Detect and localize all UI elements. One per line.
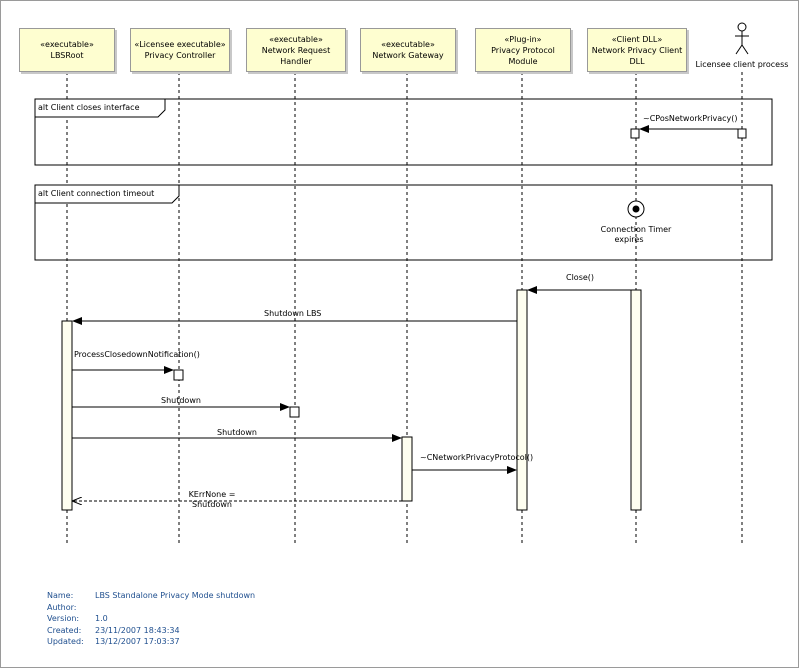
actor-label: Licensee client process [695,60,789,69]
label-timer-line1: Connection Timer [600,225,672,234]
label-timer-expires: Connection Timer expires [586,225,686,245]
label-close: Close() [566,273,595,282]
lifeline-head-privacy-protocol-module[interactable]: «Plug-in» Privacy Protocol Module [475,28,571,72]
actor-stick-figure-icon [735,22,749,55]
activation-dll [630,289,642,511]
meta-key: Version: [47,614,80,623]
lifeline-stereotype: «Client DLL» [611,34,663,44]
activation-lbsroot [61,320,73,511]
meta-row-updated: Updated: 13/12/2007 17:03:37 [47,636,255,648]
meta-value: 23/11/2007 18:43:34 [95,625,180,635]
meta-value: 1.0 [95,614,108,623]
label-shutdown-gateway: Shutdown [217,428,257,437]
meta-row-created: Created: 23/11/2007 18:43:34 [47,625,255,637]
meta-row-name: Name: LBS Standalone Privacy Mode shutdo… [47,590,255,602]
meta-row-author: Author: [47,602,255,614]
label-kerrnone-line1: KErrNone = [188,490,236,499]
diagram-metadata: Name: LBS Standalone Privacy Mode shutdo… [47,590,255,648]
lifeline-stereotype: «executable» [40,40,94,49]
lifeline-stereotype: «executable» [381,40,435,49]
meta-row-version: Version: 1.0 [47,613,255,625]
label-cnetwork-destroy: ~CNetworkPrivacyProtocol() [420,453,534,462]
lifeline-head-network-request-handler[interactable]: «executable» Network Request Handler [246,28,346,72]
lifeline-head-lbsroot[interactable]: «executable» LBSRoot [19,28,115,72]
lifeline-stereotype: «Licensee executable» [134,40,226,49]
meta-key: Updated: [47,637,84,646]
activation-privacy-protocol [516,289,528,511]
lifeline-head-network-privacy-client-dll[interactable]: «Client DLL» Network Privacy Client DLL [587,28,687,72]
label-process-closedown: ProcessClosedownNotification() [74,350,200,359]
lifeline-stereotype: «Plug-in» [504,34,542,44]
activation-network-gateway [401,436,413,502]
lifeline-name: Network Request Handler [261,45,331,66]
label-cpos-destroy: ~CPosNetworkPrivacy() [643,114,738,123]
label-kerrnone-return: KErrNone = Shutdown [172,490,252,510]
lifeline-name: LBSRoot [50,51,84,60]
meta-key: Author: [47,602,77,612]
lifeline-name: Network Gateway [372,51,444,60]
meta-key: Name: [47,591,74,600]
alt-label-connection-timeout: alt Client connection timeout [38,189,155,198]
meta-value: 13/12/2007 17:03:37 [95,637,180,646]
lifeline-name: Network Privacy Client DLL [591,45,683,66]
alt-fragment-connection-timeout [34,184,773,261]
activation-client-destroy [737,128,747,139]
lifeline-name: Privacy Protocol Module [491,45,555,66]
alt-fragment-client-closes [34,98,773,166]
label-kerrnone-line2: Shutdown [192,500,232,509]
alt-label-client-closes: alt Client closes interface [38,103,140,112]
label-shutdown-lbs: Shutdown LBS [264,309,322,318]
timer-event-icon [627,200,645,218]
activation-dll-destroy [630,128,640,139]
lifeline-name: Privacy Controller [144,51,216,60]
lifeline-stereotype: «executable» [269,34,323,44]
label-shutdown-nrh: Shutdown [161,396,201,405]
meta-value: LBS Standalone Privacy Mode shutdown [95,591,256,600]
label-timer-line2: expires [614,235,644,244]
lifeline-head-network-gateway[interactable]: «executable» Network Gateway [360,28,456,72]
activation-network-request-handler [289,406,300,418]
lifeline-head-privacy-controller[interactable]: «Licensee executable» Privacy Controller [130,28,230,72]
activation-privacy-controller [173,369,184,381]
meta-key: Created: [47,625,82,635]
